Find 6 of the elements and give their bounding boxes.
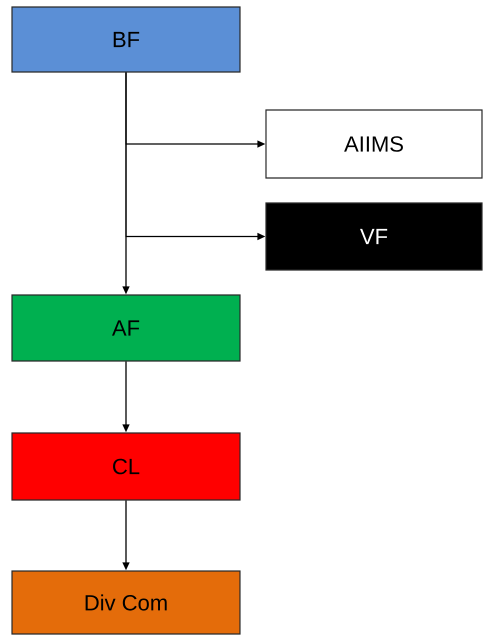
process-box: VF bbox=[265, 202, 483, 271]
process-box: BF bbox=[11, 6, 241, 73]
process-box: AIIMS bbox=[265, 109, 483, 179]
process-box: CL bbox=[11, 432, 241, 501]
process-box: Div Com bbox=[11, 570, 241, 635]
process-box: AF bbox=[11, 294, 241, 362]
